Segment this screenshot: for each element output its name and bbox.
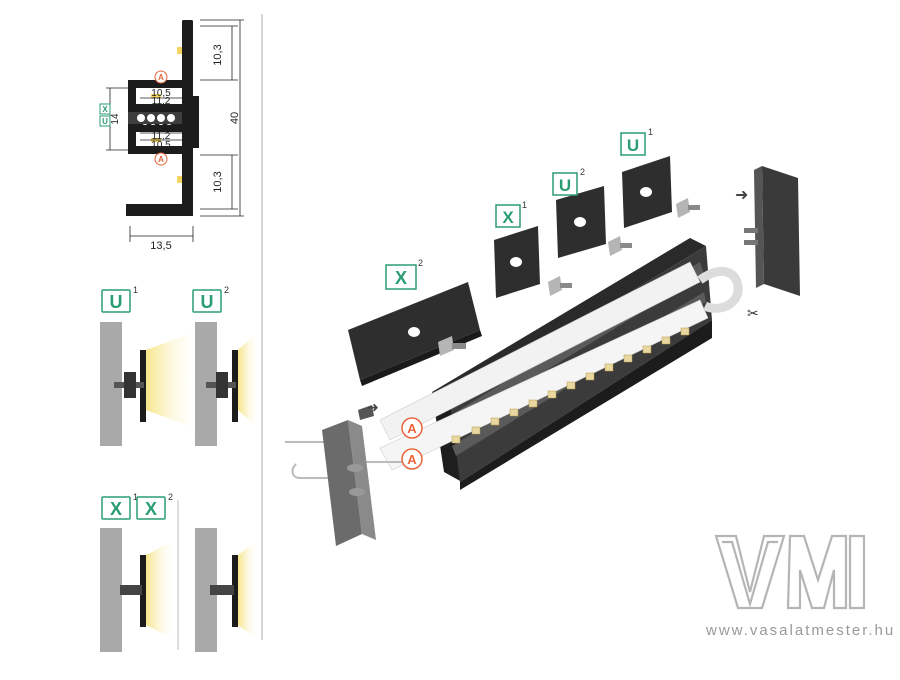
variant-x1: X 1 <box>100 492 175 652</box>
profile-main-bar <box>182 20 193 216</box>
scissors-icon: ✂ <box>747 305 759 321</box>
variant-x2: X 2 <box>136 492 258 652</box>
badge-u2-letter: U <box>201 292 214 312</box>
svg-text:➜: ➜ <box>367 399 379 415</box>
dim-total-width: 13,5 <box>150 240 171 252</box>
badge-u1-sup: 1 <box>133 285 138 295</box>
led-chip-bottom <box>177 176 182 183</box>
dim-inner-top: 10,5 <box>151 88 171 99</box>
end-cap-right <box>762 166 800 296</box>
website-watermark: www.vasalatmester.hu <box>706 622 896 639</box>
badge-ex-x1-sup: 1 <box>522 200 527 210</box>
variant-u2: U 2 <box>192 285 260 446</box>
badge-ex-x2-sup: 2 <box>418 258 423 268</box>
badge-x2-sup: 2 <box>168 492 173 502</box>
badge-ex-x1-letter: X <box>502 208 514 227</box>
led-strip-curl <box>697 266 743 313</box>
wall-x2 <box>195 528 217 652</box>
wall-u1 <box>100 322 122 446</box>
brand-logo <box>714 534 866 610</box>
badge-ex-u1-sup: 1 <box>648 127 653 137</box>
badge-ex-u2-letter: U <box>559 176 571 195</box>
dim-slot-width: 14 <box>110 113 121 125</box>
plate-x2: X 2 <box>348 258 482 386</box>
dim-inner-top2: 11,2 <box>152 96 171 107</box>
dim-total-height: 40 <box>229 112 241 124</box>
profile-bottom-foot <box>126 204 193 216</box>
cross-section-drawing: 10,3 40 10,3 13,5 10,5 11,2 11,2 10,5 14… <box>99 19 244 252</box>
mini-badge-u: U <box>102 117 108 126</box>
profile-upper-arm <box>128 80 182 112</box>
badge-x1-sup: 1 <box>133 492 138 502</box>
mini-badge-a-top: A <box>158 73 164 82</box>
wall-x1 <box>100 528 122 652</box>
mounting-bracket-left <box>322 420 362 546</box>
badge-a-upper: A <box>407 421 417 436</box>
svg-text:➜: ➜ <box>735 187 748 204</box>
badge-ex-x2-letter: X <box>395 268 407 288</box>
badge-ex-u1-letter: U <box>627 136 639 155</box>
plate-u2: U 2 <box>552 167 632 258</box>
led-chip-top <box>177 47 182 54</box>
badge-u2-sup: 2 <box>224 285 229 295</box>
plate-u1: U 1 <box>620 127 700 228</box>
mini-badge-a-bottom: A <box>158 155 164 164</box>
profile-lower-arm <box>128 124 182 154</box>
badge-x2-letter: X <box>145 499 157 519</box>
badge-x1-letter: X <box>110 499 122 519</box>
dim-inner-bot2: 11,2 <box>152 131 171 142</box>
led-strip-upper <box>379 261 701 441</box>
dim-inner-bot: 10,5 <box>151 140 171 151</box>
variant-u1: U 1 <box>100 285 200 446</box>
plate-x1: X 1 <box>494 200 572 298</box>
exploded-view: ➜ ➜ ✂ X 2 X 1 <box>285 127 800 546</box>
badge-a-lower: A <box>407 452 417 467</box>
mini-badge-x: X <box>102 105 108 114</box>
dim-bottom-height: 10,3 <box>212 171 224 192</box>
badge-u1-letter: U <box>110 292 123 312</box>
dim-top-height: 10,3 <box>212 44 224 65</box>
badge-ex-u2-sup: 2 <box>580 167 585 177</box>
profile-back-rail <box>193 96 199 148</box>
